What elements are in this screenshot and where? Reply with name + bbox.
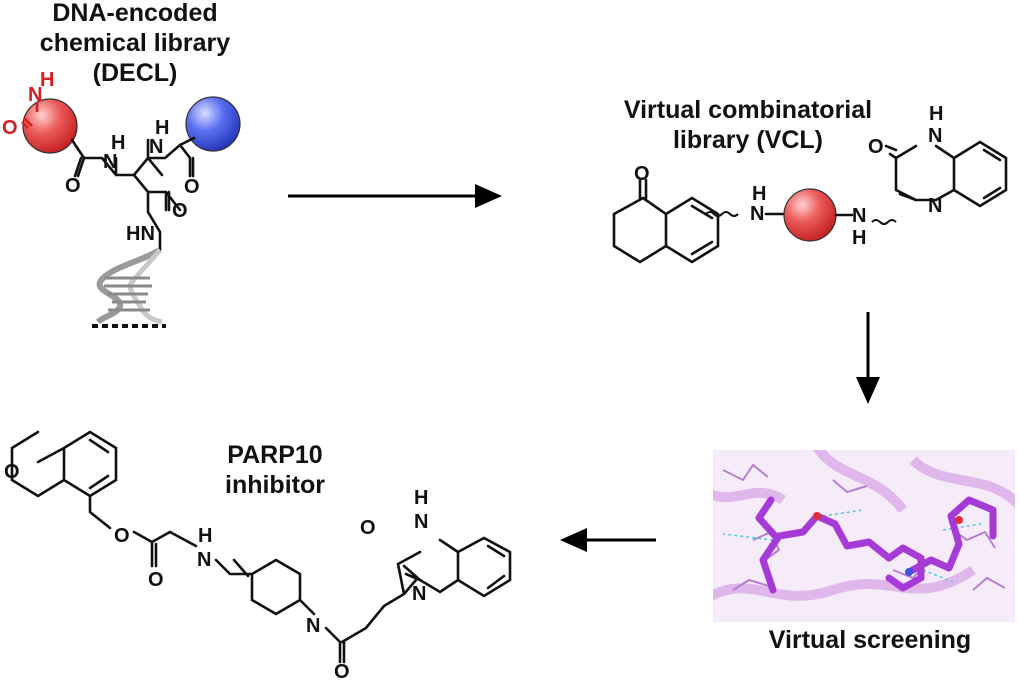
parp-atom-h-amide: H	[198, 525, 212, 547]
vcl-structure: O H N N H H N O N	[612, 103, 1008, 264]
vcl-atom-o-ketone: O	[634, 163, 650, 185]
parp-title: PARP10 inhibitor	[200, 440, 350, 500]
decl-backbone-bonds-3	[132, 173, 182, 252]
parp-atom-o-ketone: O	[4, 461, 20, 483]
vcl-title-line-1: Virtual combinatorial	[623, 96, 873, 124]
vcl-tetralone-bonds	[612, 178, 720, 264]
dna-helix-icon	[92, 247, 166, 328]
vcl-atom-n-a: N	[750, 203, 764, 225]
vcl-quinoxalinone-bonds	[884, 140, 1008, 208]
decl-atom-h2: H	[155, 117, 169, 139]
vcl-title-line-2: library (VCL)	[672, 126, 824, 154]
decl-atom-h1: H	[111, 132, 125, 154]
parp-title-line-2: inhibitor	[225, 471, 325, 499]
virtual-screening-image	[713, 450, 1015, 622]
ligand-nitrogen-atom	[905, 568, 913, 576]
parp-atom-o-pip: O	[334, 661, 350, 681]
decl-atom-n2: N	[149, 136, 163, 158]
parp-atom-n-pip: N	[306, 615, 320, 637]
decl-title-line-2: chemical library	[39, 29, 231, 57]
vcl-atom-h-b: H	[852, 227, 866, 249]
parp-atom-n-amide: N	[197, 549, 211, 571]
vcl-atom-n-q1: N	[928, 125, 942, 147]
docking-pose-image	[713, 450, 1015, 622]
decl-atom-o1: O	[65, 175, 81, 197]
decl-atom-n1: N	[103, 151, 117, 173]
decl-blue-building-block	[185, 96, 241, 152]
ligand-oxygen-atom-2	[955, 516, 963, 524]
parp-title-line-1: PARP10	[227, 441, 323, 469]
decl-backbone-bonds-2	[146, 136, 196, 178]
parp-atom-o-amide: O	[148, 569, 164, 591]
vcl-atom-h-q: H	[929, 103, 943, 125]
vcl-wavy-bond-1	[705, 211, 739, 217]
vcl-wavy-bond-2	[871, 219, 897, 225]
decl-title-line-3: (DECL)	[92, 59, 178, 87]
decl-atom-h-top: H	[40, 69, 54, 91]
virtual-screening-label: Virtual screening	[768, 626, 972, 654]
ligand-oxygen-atom	[813, 512, 821, 520]
decl-title-line-1: DNA-encoded	[52, 0, 218, 27]
vcl-red-building-block	[783, 188, 837, 242]
parp-atom-h-q: H	[414, 487, 428, 509]
protein-ribbons	[713, 450, 1015, 601]
decl-atom-n-top: N	[28, 84, 42, 106]
vcl-atom-h-a: H	[752, 183, 766, 205]
decl-atom-hn: HN	[126, 223, 155, 245]
decl-atom-o-red: O	[2, 117, 18, 139]
decl-red-building-block	[22, 98, 78, 154]
decl-red-lactam-bonds	[21, 102, 39, 129]
vcl-title: Virtual combinatorial library (VCL)	[598, 95, 898, 155]
vcl-atom-o-q: O	[868, 136, 884, 158]
decl-structure: N H O H N H N O O O HN	[2, 69, 241, 328]
hydrogen-bonds	[722, 509, 982, 583]
decl-atom-o3: O	[172, 200, 188, 222]
parp-bonds-2	[298, 536, 512, 664]
parp-atom-o-ether: O	[114, 525, 130, 547]
vcl-atom-n-b: N	[852, 205, 866, 227]
parp-atom-n-q1: N	[414, 511, 428, 533]
parp10-inhibitor-structure: O O H N O N O H N O N	[4, 430, 512, 681]
parp-atom-n-q2: N	[412, 583, 426, 605]
vcl-atom-n-q2: N	[928, 195, 942, 217]
parp-bonds-1	[10, 430, 302, 616]
ligand-pose	[755, 496, 997, 594]
decl-atom-o2: O	[184, 176, 200, 198]
parp-atom-o-q: O	[360, 517, 376, 539]
decl-title: DNA-encoded chemical library (DECL)	[10, 0, 260, 88]
